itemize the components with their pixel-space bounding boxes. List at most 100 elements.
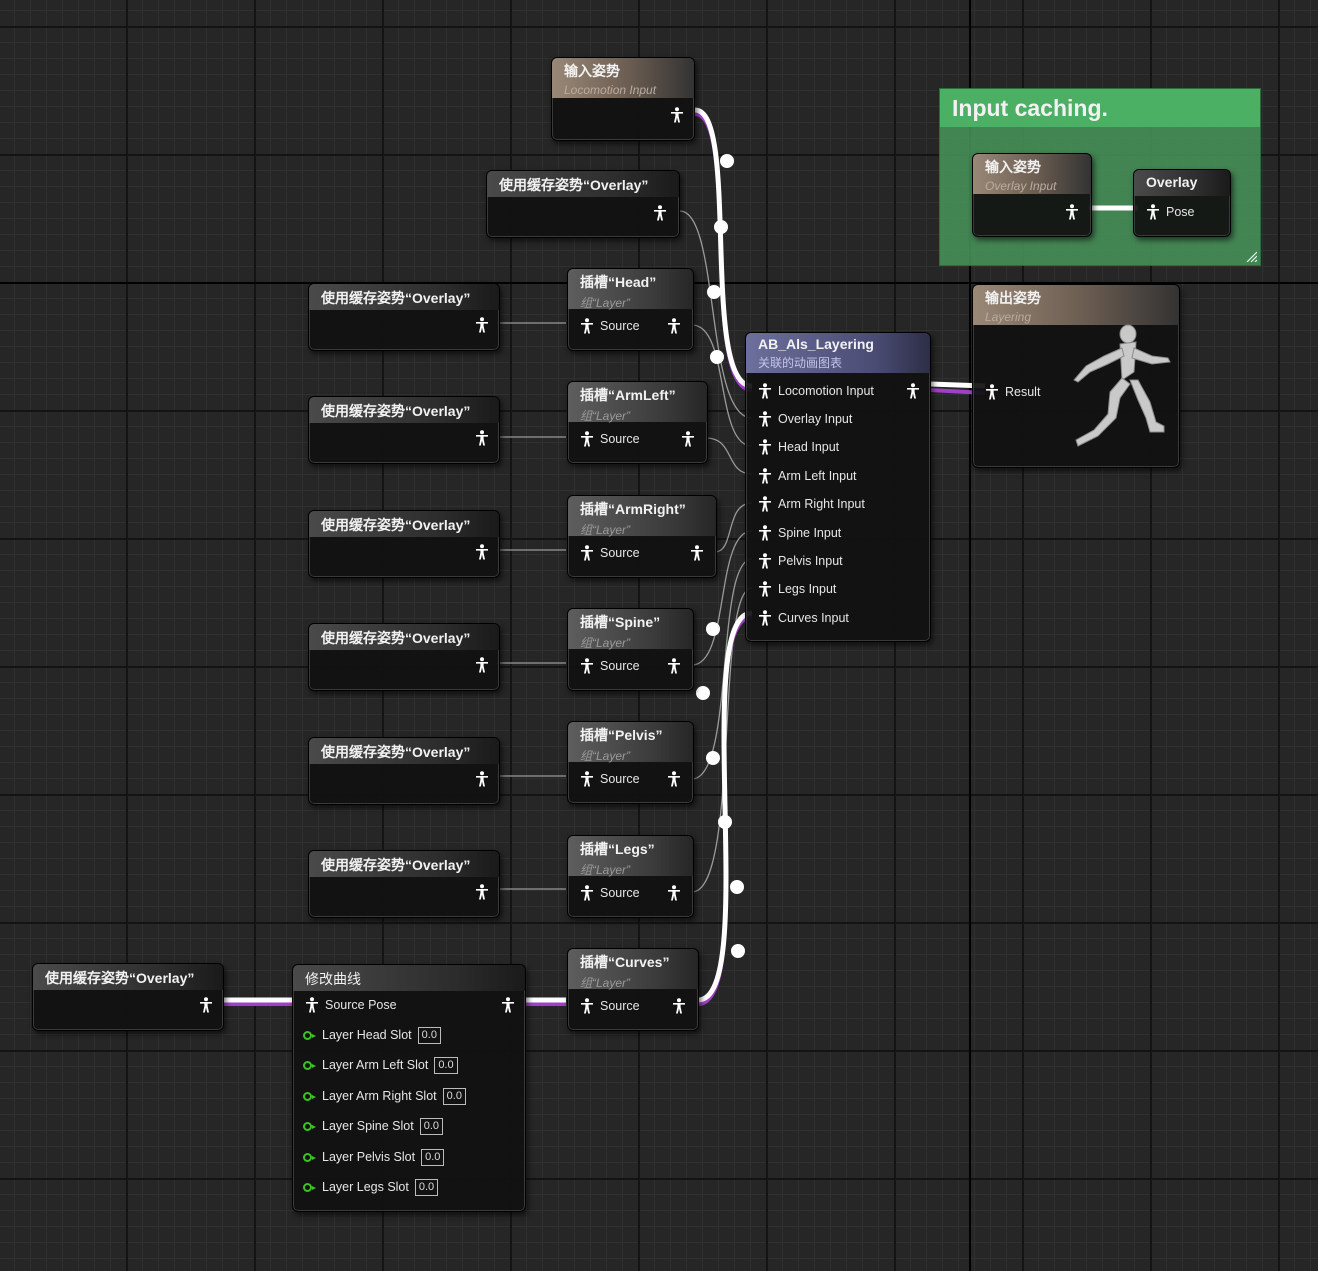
input-pose-locomotion-node[interactable]: 输入姿势 Locomotion Input <box>551 57 695 141</box>
pose-output-pin-icon[interactable] <box>475 884 489 900</box>
float-pin-icon[interactable] <box>303 1030 316 1040</box>
pose-output-pin-icon[interactable] <box>667 885 681 901</box>
pose-output-pin-icon[interactable] <box>1065 204 1079 220</box>
pose-input-pin-icon[interactable] <box>758 496 772 512</box>
param-value-field[interactable]: 0.0 <box>442 1087 466 1105</box>
node-title: 输入姿势 <box>564 63 620 79</box>
slot-node-curves[interactable]: 插槽“Curves” 组“Layer” Source <box>567 948 699 1031</box>
pose-input-pin-icon[interactable] <box>758 468 772 484</box>
pose-output-pin-icon[interactable] <box>681 431 695 447</box>
param-label: Layer Arm Right Slot <box>322 1089 437 1103</box>
pose-input-pin-icon[interactable] <box>580 431 594 447</box>
pose-output-pin-icon[interactable] <box>653 205 667 221</box>
pose-input-pin-icon[interactable] <box>1146 204 1160 220</box>
cached-pose-node-top[interactable]: 使用缓存姿势“Overlay” <box>486 170 680 238</box>
pose-output-pin-icon[interactable] <box>475 430 489 446</box>
save-cached-pose-overlay-node[interactable]: Overlay Pose <box>1133 169 1231 237</box>
slot-node-armleft[interactable]: 插槽“ArmLeft” 组“Layer” Source <box>567 381 708 464</box>
pose-input-pin-icon[interactable] <box>758 581 772 597</box>
output-pose-node[interactable]: 输出姿势 Layering Result <box>972 284 1180 468</box>
slot-node-armright[interactable]: 插槽“ArmRight” 组“Layer” Source <box>567 495 717 578</box>
param-row: Layer Arm Right Slot 0.0 <box>303 1086 466 1106</box>
param-value-field[interactable]: 0.0 <box>414 1178 439 1196</box>
float-pin-icon[interactable] <box>303 1182 316 1192</box>
cached-pose-node-head[interactable]: 使用缓存姿势“Overlay” <box>308 283 500 351</box>
pose-output-pin-icon[interactable] <box>475 771 489 787</box>
param-label: Layer Pelvis Slot <box>322 1150 416 1164</box>
pose-output-pin-icon[interactable] <box>667 771 681 787</box>
pose-output-pin-icon[interactable] <box>199 997 213 1013</box>
pose-input-pin-icon[interactable] <box>985 384 999 400</box>
source-pin-label: Source <box>600 432 640 446</box>
cached-pose-node-curves[interactable]: 使用缓存姿势“Overlay” <box>32 963 224 1031</box>
pose-input-pin-icon[interactable] <box>580 998 594 1014</box>
slot-group: 组“Layer” <box>580 523 631 537</box>
pose-input-pin-icon[interactable] <box>758 411 772 427</box>
node-title: 输入姿势 <box>985 159 1041 175</box>
resize-handle-icon[interactable] <box>1245 250 1257 262</box>
input-pose-overlay-node[interactable]: 输入姿势 Overlay Input <box>972 153 1092 237</box>
float-pin-icon[interactable] <box>303 1152 316 1162</box>
pose-input-pin-icon[interactable] <box>758 610 772 626</box>
node-title: 使用缓存姿势“Overlay” <box>321 857 471 873</box>
pose-output-pin-icon[interactable] <box>672 998 686 1014</box>
pose-output-pin-icon[interactable] <box>670 107 684 123</box>
curves-input-pin: Curves Input <box>778 611 849 625</box>
pose-input-pin-icon[interactable] <box>758 383 772 399</box>
comment-title[interactable]: Input caching. <box>940 89 1260 127</box>
param-value-field[interactable]: 0.0 <box>419 1117 444 1135</box>
slot-node-legs[interactable]: 插槽“Legs” 组“Layer” Source <box>567 835 694 918</box>
pose-output-pin-icon[interactable] <box>475 657 489 673</box>
pose-output-pin-icon[interactable] <box>667 658 681 674</box>
pose-output-pin-icon[interactable] <box>475 317 489 333</box>
slot-group: 组“Layer” <box>580 863 631 877</box>
slot-node-spine[interactable]: 插槽“Spine” 组“Layer” Source <box>567 608 694 691</box>
pose-input-pin-icon[interactable] <box>580 771 594 787</box>
float-pin-icon[interactable] <box>303 1060 316 1070</box>
pose-input-pin-icon[interactable] <box>758 439 772 455</box>
pose-input-pin-icon[interactable] <box>580 318 594 334</box>
pose-input-pin-icon[interactable] <box>305 997 319 1013</box>
cached-pose-node-legs[interactable]: 使用缓存姿势“Overlay” <box>308 850 500 918</box>
node-title: 使用缓存姿势“Overlay” <box>321 290 471 306</box>
source-pin-label: Source <box>600 772 640 786</box>
param-value-field[interactable]: 0.0 <box>434 1056 458 1074</box>
pose-output-pin-icon[interactable] <box>667 318 681 334</box>
pose-output-pin-icon[interactable] <box>906 383 920 399</box>
pose-input-pin-icon[interactable] <box>580 885 594 901</box>
slot-title: 插槽“Spine” <box>580 614 661 630</box>
pose-output-pin-icon[interactable] <box>690 545 704 561</box>
linked-anim-graph-node[interactable]: AB_Als_Layering 关联的动画图表 Locomotion Input… <box>745 332 931 642</box>
source-pose-pin-label: Source Pose <box>325 998 397 1012</box>
pose-input-pin-icon[interactable] <box>580 545 594 561</box>
pose-output-pin-icon[interactable] <box>501 997 515 1013</box>
arm-left-input-pin: Arm Left Input <box>778 469 857 483</box>
param-label: Layer Legs Slot <box>322 1180 409 1194</box>
float-pin-icon[interactable] <box>303 1091 316 1101</box>
arm-right-input-pin: Arm Right Input <box>778 497 865 511</box>
cached-pose-node-armleft[interactable]: 使用缓存姿势“Overlay” <box>308 396 500 464</box>
param-value-field[interactable]: 0.0 <box>417 1026 441 1044</box>
param-value-field[interactable]: 0.0 <box>421 1148 445 1166</box>
node-subtitle: Locomotion Input <box>564 83 657 97</box>
node-title: 修改曲线 <box>305 971 361 987</box>
cached-pose-node-armright[interactable]: 使用缓存姿势“Overlay” <box>308 510 500 578</box>
slot-node-pelvis[interactable]: 插槽“Pelvis” 组“Layer” Source <box>567 721 694 804</box>
pose-pin-label: Pose <box>1166 205 1195 219</box>
slot-title: 插槽“Curves” <box>580 954 670 970</box>
pose-input-pin-icon[interactable] <box>580 658 594 674</box>
slot-node-head[interactable]: 插槽“Head” 组“Layer” Source <box>567 268 694 351</box>
slot-title: 插槽“Head” <box>580 274 657 290</box>
pose-input-pin-icon[interactable] <box>758 553 772 569</box>
float-pin-icon[interactable] <box>303 1121 316 1131</box>
pose-output-pin-icon[interactable] <box>475 544 489 560</box>
cached-pose-node-spine[interactable]: 使用缓存姿势“Overlay” <box>308 623 500 691</box>
pose-input-pin-icon[interactable] <box>758 525 772 541</box>
slot-group: 组“Layer” <box>580 296 631 310</box>
cached-pose-node-pelvis[interactable]: 使用缓存姿势“Overlay” <box>308 737 500 805</box>
